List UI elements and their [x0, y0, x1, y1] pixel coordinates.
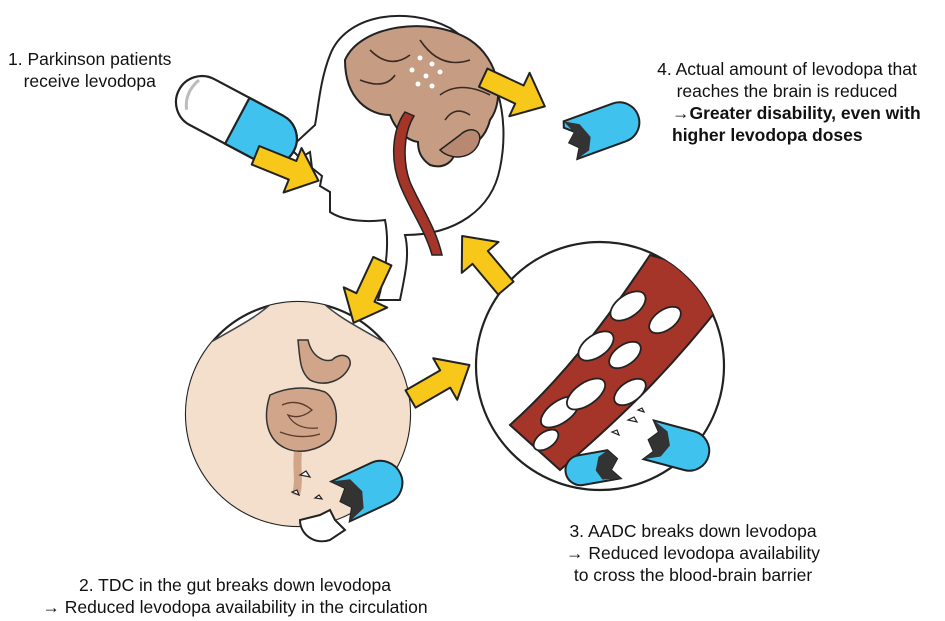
arrow-gut-to-blood	[404, 357, 471, 409]
step-3-line-3: to cross the blood-brain barrier	[573, 565, 813, 585]
arrow-brain-to-pill	[477, 67, 546, 118]
step-3-line-1: 3. AADC breaks down levodopa	[569, 521, 817, 541]
flow-arrows	[250, 67, 546, 409]
step-2-label: 2. TDC in the gut breaks down levodopa →…	[0, 574, 470, 618]
arrow-pill-to-mouth	[250, 144, 320, 194]
step-1-line-2: receive levodopa	[23, 71, 156, 91]
step-4-consequence-line-1: →Greater disability, even with	[672, 103, 921, 123]
step-4-line-2: reaches the brain is reduced	[676, 81, 898, 101]
step-1-label: 1. Parkinson patients receive levodopa	[8, 48, 171, 92]
arrow-head-to-gut	[342, 255, 393, 324]
stomach	[297, 339, 351, 384]
step-4-label: 4. Actual amount of levodopa that reache…	[628, 58, 945, 146]
step-4-consequence-line-2: higher levodopa doses	[672, 125, 863, 145]
arrow-blood-to-brain	[460, 234, 515, 296]
step-2-line-2: → Reduced levodopa availability in the c…	[42, 597, 428, 617]
broken-pill-gut	[290, 459, 404, 543]
step-3-label: 3. AADC breaks down levodopa → Reduced l…	[538, 520, 848, 586]
broken-pill-brain	[562, 101, 641, 161]
broken-pill-blood	[564, 407, 711, 487]
step-4-line-1: 4. Actual amount of levodopa that	[657, 59, 917, 79]
levodopa-pill	[174, 74, 298, 166]
blood-vessel-circle	[474, 240, 726, 492]
step-3-line-2: → Reduced levodopa availability	[566, 543, 820, 563]
intestines	[265, 387, 337, 452]
step-2-line-1: 2. TDC in the gut breaks down levodopa	[79, 575, 391, 595]
brain	[343, 25, 500, 168]
carotid-artery	[392, 111, 443, 256]
step-1-line-1: 1. Parkinson patients	[8, 49, 172, 69]
